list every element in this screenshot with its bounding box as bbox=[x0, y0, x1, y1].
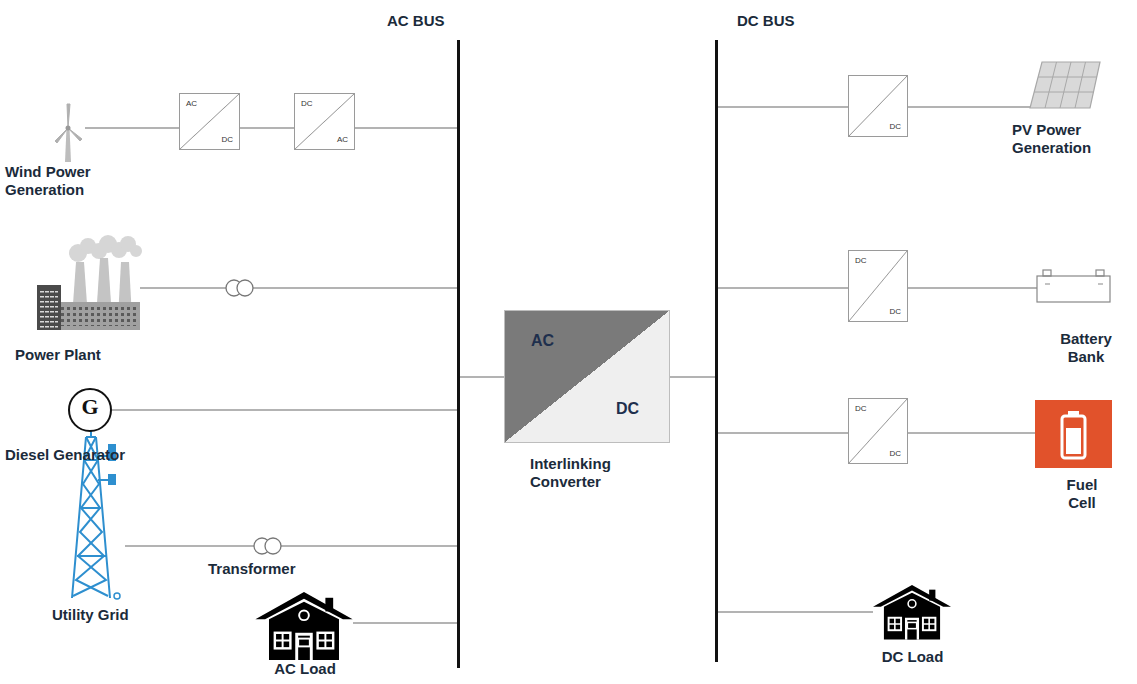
icon-caption: PV Power Generation bbox=[1012, 121, 1132, 157]
converter-box: DC bbox=[848, 75, 908, 137]
battery-icon bbox=[1037, 270, 1110, 302]
dc-label: DC bbox=[616, 399, 639, 418]
converter-box: DC DC bbox=[848, 398, 908, 464]
connector-line bbox=[718, 287, 848, 288]
wind-generation: Wind Power Generation bbox=[5, 100, 135, 199]
utility-grid: Utility Grid bbox=[52, 430, 132, 624]
icon-caption: Power Plant bbox=[15, 346, 140, 364]
power-plant: Power Plant bbox=[15, 240, 140, 364]
icon-caption: AC Load bbox=[255, 660, 355, 678]
ac-bus: AC BUS bbox=[457, 40, 460, 668]
connector-line bbox=[240, 127, 294, 128]
icon-caption: Fuel Cell bbox=[1057, 476, 1107, 512]
battery-icon-part bbox=[1045, 283, 1103, 284]
icon-caption: Diesel Genarator bbox=[5, 446, 165, 464]
battery-bank: Battery Bank bbox=[1033, 266, 1115, 366]
ac-label: AC bbox=[531, 331, 554, 350]
wind-turbine-icon bbox=[55, 104, 82, 162]
ac-load: AC Load bbox=[255, 588, 355, 678]
converter-box: DC DC bbox=[848, 250, 908, 322]
converter-caption: Interlinking Converter bbox=[530, 455, 642, 491]
connector-line bbox=[85, 127, 179, 128]
transformer-label: Transformer bbox=[208, 560, 296, 578]
connector-line bbox=[908, 106, 1030, 107]
connector-line bbox=[718, 432, 848, 433]
fuel-cell-icon-part bbox=[1062, 416, 1085, 458]
converter-box: DC AC bbox=[294, 93, 355, 150]
power-plant-icon bbox=[37, 235, 142, 330]
transformer-symbol-part bbox=[265, 538, 281, 554]
pv-generation: PV Power Generation bbox=[1012, 55, 1132, 157]
fuel-cell-icon-part bbox=[1035, 400, 1112, 468]
converter-box: AC DC bbox=[179, 93, 240, 150]
converter-label: DC bbox=[889, 449, 901, 458]
wind-turbine-icon-part bbox=[66, 126, 71, 131]
power-plant-icon-part bbox=[40, 290, 58, 328]
transformer-symbol bbox=[226, 280, 253, 296]
converter-label: DC bbox=[301, 99, 313, 108]
converter-label: AC bbox=[337, 135, 348, 144]
fuel-cell-icon bbox=[1035, 400, 1112, 468]
converter-label: DC bbox=[855, 256, 867, 265]
bus-label: DC BUS bbox=[737, 12, 795, 30]
icon-caption: DC Load bbox=[870, 648, 955, 666]
fuel-cell-icon-part bbox=[1068, 411, 1079, 416]
converter-label: AC bbox=[186, 99, 197, 108]
bus-label: AC BUS bbox=[387, 12, 445, 30]
pv-panel-icon-part bbox=[1034, 62, 1097, 108]
wind-turbine-icon-part bbox=[55, 104, 82, 143]
power-plant-icon-part bbox=[60, 306, 138, 326]
power-plant-icon-part bbox=[130, 245, 142, 257]
connector-line bbox=[908, 287, 1037, 288]
icon-caption: Wind Power Generation bbox=[5, 163, 135, 199]
dc-load: DC Load bbox=[870, 576, 955, 666]
fuel-cell: Fuel Cell bbox=[1035, 400, 1112, 512]
wind-turbine-icon-part bbox=[65, 128, 71, 162]
transformer-symbol-part bbox=[237, 280, 253, 296]
connector-line bbox=[353, 622, 457, 623]
interlinking-box: AC DC bbox=[504, 310, 670, 443]
connector-line bbox=[718, 106, 848, 107]
connector-line bbox=[125, 545, 457, 546]
connector-line bbox=[718, 611, 873, 612]
battery-icon-part bbox=[1037, 276, 1110, 302]
connector-line bbox=[140, 287, 457, 288]
power-plant-icon-part bbox=[58, 302, 140, 330]
house-icon bbox=[255, 592, 352, 660]
transformer-symbol bbox=[254, 538, 281, 554]
power-plant-icon-part bbox=[37, 285, 61, 330]
pv-panel-icon-part bbox=[1030, 62, 1100, 108]
battery-icon-part bbox=[1096, 270, 1104, 276]
connector-line bbox=[460, 376, 504, 377]
dc-bus: DC BUS bbox=[715, 40, 718, 662]
fuel-cell-icon-part bbox=[1066, 428, 1081, 454]
generator-letter: G bbox=[70, 390, 110, 424]
icon-caption: Battery Bank bbox=[1057, 330, 1115, 366]
generator-symbol: G bbox=[68, 388, 112, 432]
diesel-generator: G Diesel Genarator bbox=[5, 388, 165, 464]
battery-icon-part bbox=[1043, 270, 1051, 276]
connector-line bbox=[112, 409, 457, 410]
pv-panel-icon bbox=[1030, 62, 1100, 108]
converter-label: DC bbox=[889, 122, 901, 131]
house-icon bbox=[873, 585, 951, 640]
transmission-tower-icon-part bbox=[109, 475, 115, 484]
converter-label: DC bbox=[855, 404, 867, 413]
converter-label: DC bbox=[221, 135, 233, 144]
icon-caption: Utility Grid bbox=[52, 606, 132, 624]
connector-line bbox=[908, 432, 1035, 433]
connector-line bbox=[355, 127, 457, 128]
interlinking-converter: AC DC Interlinking Converter bbox=[504, 310, 670, 491]
connector-line bbox=[670, 376, 715, 377]
converter-label: DC bbox=[889, 307, 901, 316]
transmission-tower-icon-part bbox=[114, 593, 120, 599]
